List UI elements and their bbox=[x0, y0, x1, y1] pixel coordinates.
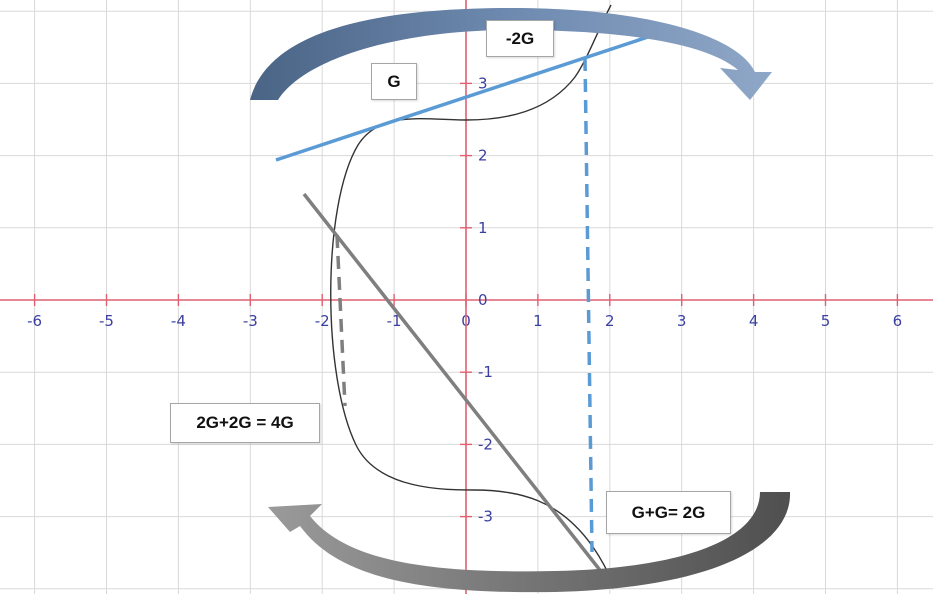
curved-arrow-bottom bbox=[268, 492, 791, 593]
dashed-line-2g bbox=[583, 57, 594, 553]
x-tick-label: -1 bbox=[387, 312, 402, 330]
x-tick-label: 3 bbox=[677, 312, 687, 330]
x-tick-label: 5 bbox=[821, 312, 831, 330]
label-g: G bbox=[371, 63, 417, 100]
x-tick-label: 4 bbox=[749, 312, 759, 330]
label-2g: G+G= 2G bbox=[606, 491, 731, 534]
x-tick-label: -2 bbox=[315, 312, 330, 330]
label-4g: 2G+2G = 4G bbox=[170, 403, 320, 443]
y-tick-label: 0 bbox=[478, 291, 488, 309]
x-tick-label: -3 bbox=[243, 312, 258, 330]
y-tick-label: -1 bbox=[478, 363, 493, 381]
x-tick-label: 6 bbox=[893, 312, 903, 330]
y-tick-label: -2 bbox=[478, 435, 493, 453]
label-neg-2g: -2G bbox=[486, 20, 554, 57]
y-tick-label: 1 bbox=[478, 219, 488, 237]
y-tick-label: -3 bbox=[478, 508, 493, 526]
y-tick-label: 3 bbox=[478, 74, 488, 92]
x-tick-label: -6 bbox=[27, 312, 42, 330]
x-tick-label: -5 bbox=[99, 312, 114, 330]
dashed-line-4g bbox=[335, 234, 347, 407]
y-tick-label: 2 bbox=[478, 147, 488, 165]
curved-arrow-top bbox=[250, 8, 772, 100]
tangent-line-g bbox=[275, 31, 661, 162]
x-tick-label: -4 bbox=[171, 312, 186, 330]
x-tick-label: 1 bbox=[533, 312, 543, 330]
x-tick-label: 2 bbox=[605, 312, 615, 330]
tangent-line-2g bbox=[302, 192, 616, 590]
